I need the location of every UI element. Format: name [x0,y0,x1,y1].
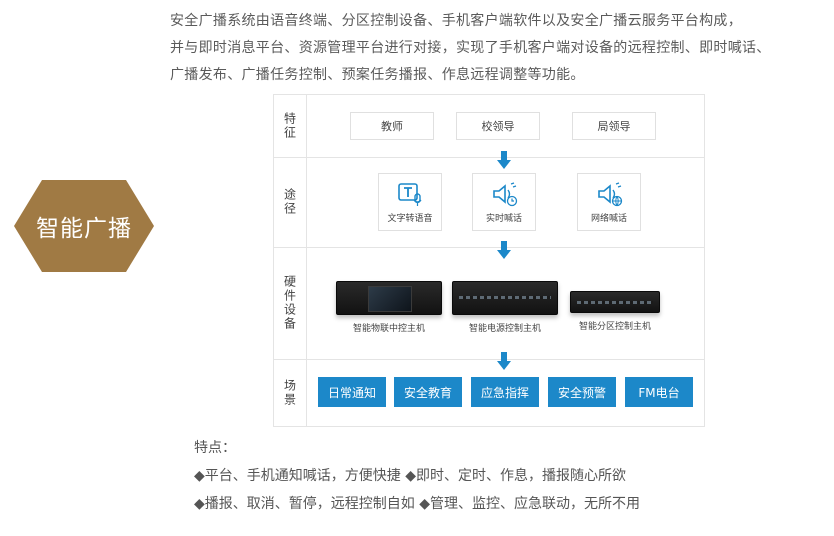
device-power-host: 智能电源控制主机 [452,281,558,334]
network-speaker-icon [598,182,623,207]
channel-label: 网络喊话 [590,214,627,224]
role-teacher: 教师 [350,112,434,140]
badge-label: 智能广播 [36,216,132,242]
zone-control-host-icon [570,291,660,313]
row-hardware: 硬件设备 智能物联中控主机 智能电源控制主机 智能分区控制主机 [274,247,704,360]
device-label: 智能分区控制主机 [578,322,651,332]
role-bureau-leader: 局领导 [572,112,656,140]
iot-control-host-icon [336,281,442,315]
channel-network: 网络喊话 [577,173,641,231]
features-line: ◆平台、手机通知喊话，方便快捷 ◆即时、定时、作息，播报随心所欲 [194,468,626,484]
architecture-diagram: 特征 教师 校领导 局领导 途径 文字转语音 实时喊话 [273,94,705,427]
row-channels: 途径 文字转语音 实时喊话 [274,157,704,248]
row-label: 特征 [274,95,307,157]
intro-line: 安全广播系统由语音终端、分区控制设备、手机客户端软件以及安全广播云服务平台构成， [170,13,742,29]
smart-broadcast-badge: 智能广播 [14,180,154,272]
realtime-speaker-icon [493,182,518,207]
text-to-speech-icon [398,183,422,206]
device-zone-host: 智能分区控制主机 [570,291,660,332]
intro-line: 广播发布、广播任务控制、预案任务播报、作息远程调整等功能。 [170,67,585,83]
row-features: 特征 教师 校领导 局领导 [274,95,704,158]
features-title: 特点： [194,440,236,456]
row-label: 场景 [274,359,307,426]
power-control-host-icon [452,281,558,315]
channel-realtime: 实时喊话 [472,173,536,231]
row-label: 途径 [274,157,307,247]
features-line: ◆播报、取消、暂停，远程控制自如 ◆管理、监控、应急联动，无所不用 [194,496,640,512]
role-school-leader: 校领导 [456,112,540,140]
channel-text-to-speech: 文字转语音 [378,173,442,231]
scene-daily-notice-button[interactable]: 日常通知 [318,377,386,407]
arrow-down-icon [497,352,511,370]
arrow-down-icon [497,151,511,169]
channel-label: 实时喊话 [485,214,522,224]
channel-label: 文字转语音 [387,214,433,224]
row-scenes: 场景 日常通知 安全教育 应急指挥 安全预警 FM电台 [274,359,704,426]
device-label: 智能电源控制主机 [468,324,541,334]
device-label: 智能物联中控主机 [352,324,425,334]
intro-text: 安全广播系统由语音终端、分区控制设备、手机客户端软件以及安全广播云服务平台构成，… [170,8,830,89]
scene-fm-radio-button[interactable]: FM电台 [625,377,693,407]
device-iot-host: 智能物联中控主机 [336,281,442,334]
intro-line: 并与即时消息平台、资源管理平台进行对接，实现了手机客户端对设备的远程控制、即时喊… [170,40,771,56]
scene-safety-education-button[interactable]: 安全教育 [394,377,462,407]
row-label: 硬件设备 [274,247,307,359]
scene-safety-warning-button[interactable]: 安全预警 [548,377,616,407]
scene-emergency-command-button[interactable]: 应急指挥 [471,377,539,407]
features-section: 特点： ◆平台、手机通知喊话，方便快捷 ◆即时、定时、作息，播报随心所欲 ◆播报… [194,434,824,518]
arrow-down-icon [497,241,511,259]
